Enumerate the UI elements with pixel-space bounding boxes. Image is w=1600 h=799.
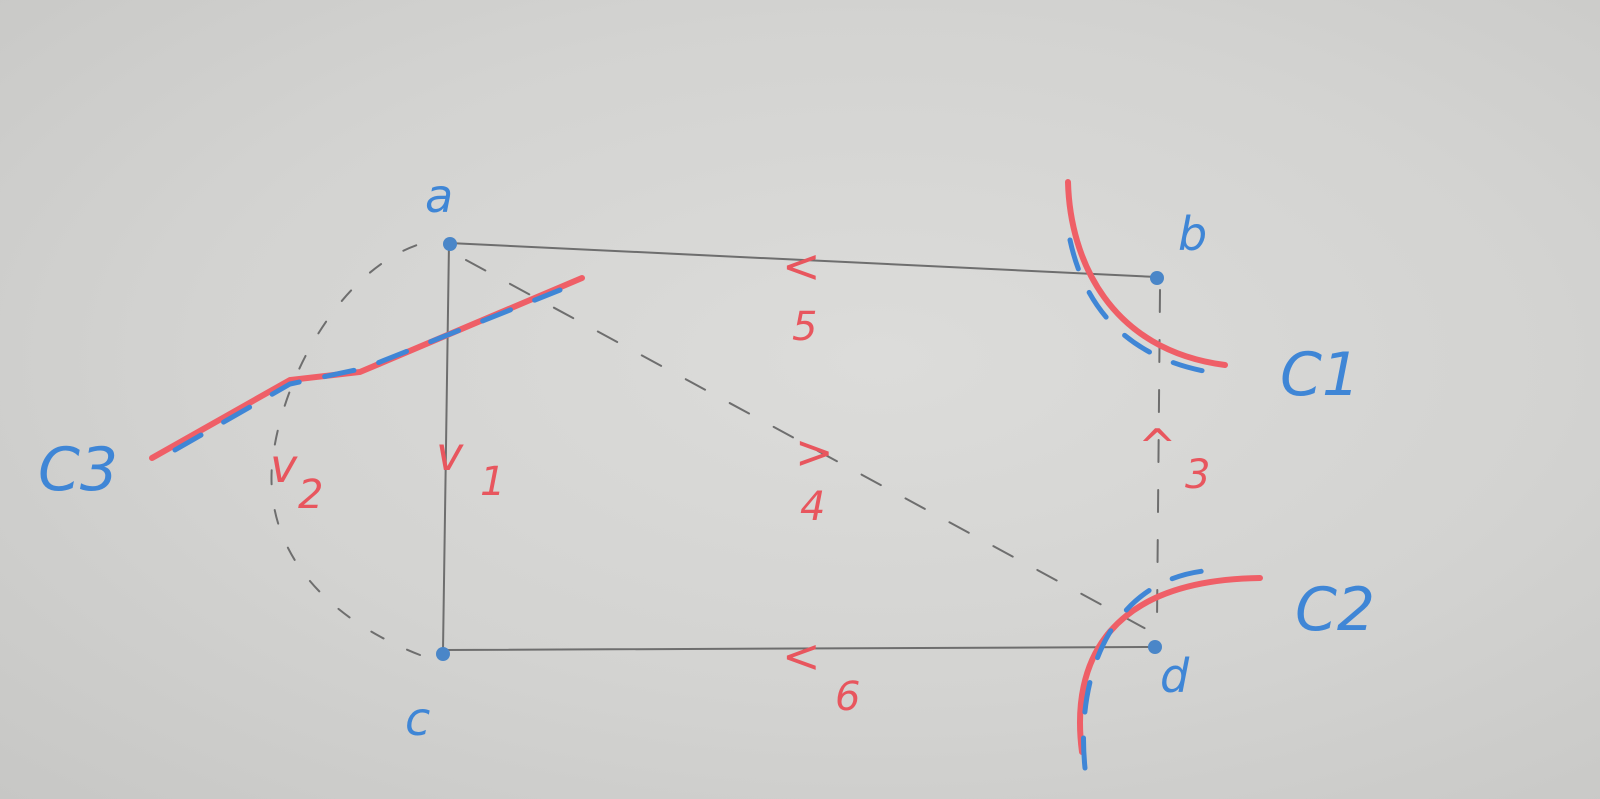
cut-c1-red-stroke [1065,179,1228,368]
edge-ac-arc-symbol: v [270,439,298,493]
vertex-d-dot [1148,640,1162,654]
vertex-c-dot [436,647,450,661]
cut-c2-label: C2 [1295,575,1375,645]
vertex-c-label: c [405,692,430,746]
cut-c1-label: C1 [1280,340,1360,410]
edge-cd-weight: 6 [835,674,860,720]
edge-a-b [448,242,1158,278]
edge-bd-arrow: ^ [1138,419,1177,473]
edge-cd-arrow: < [782,629,821,683]
edge-ad-arrow: > [795,425,834,479]
cut-c1-blue-stroke [1067,237,1218,376]
vertex-a-dot [443,237,457,251]
edge-a-c-arc [270,243,421,656]
vertex-b-dot [1150,271,1164,285]
cut-c3-label: C3 [38,435,118,505]
vertex-b-label: b [1178,207,1207,261]
edge-c-d [442,646,1156,651]
edge-a-c [442,242,450,651]
edge-ac-weight: 1 [480,459,505,505]
vertex-a-label: a [425,169,453,223]
cut-c2-blue-stroke [1081,567,1218,771]
edge-ad-weight: 4 [800,484,825,530]
cut-c3-blue-stroke [172,287,563,453]
edge-ab-weight: 5 [792,304,817,350]
cut-c3-red-stroke [149,275,585,461]
edge-ab-arrow: < [782,239,821,293]
edge-bd-weight: 3 [1185,452,1210,498]
edge-ac-symbol: v [436,427,464,481]
edge-ac-arc-weight: 2 [298,472,323,518]
vertex-d-label: d [1160,649,1190,703]
